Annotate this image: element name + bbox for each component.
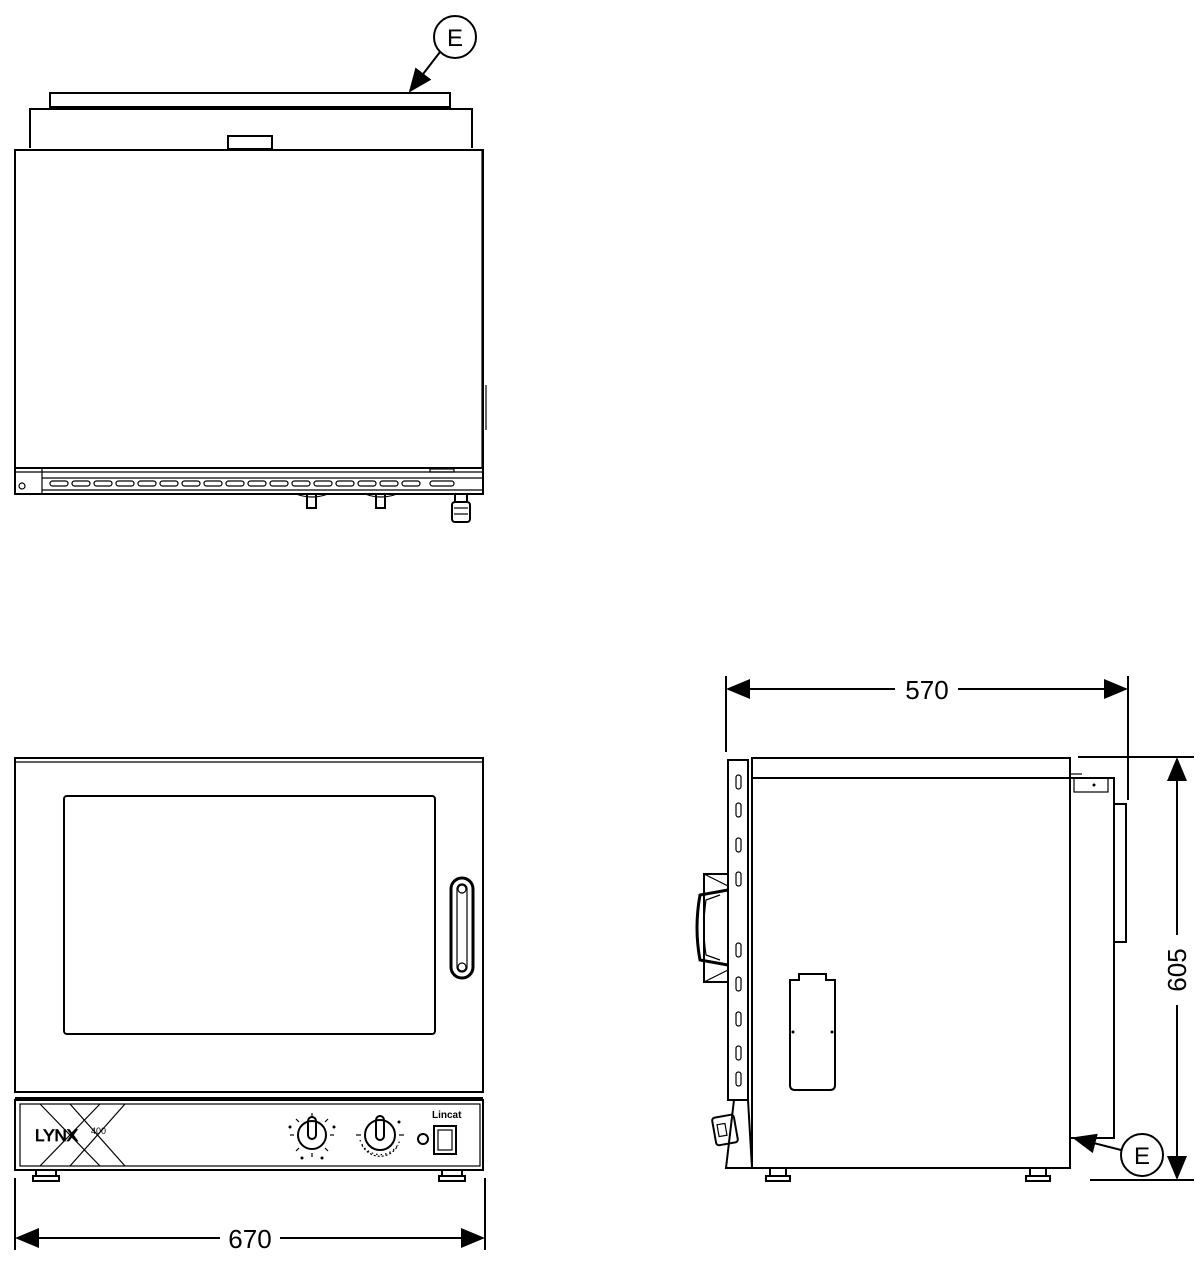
front-control-panel [14, 1099, 484, 1171]
side-door-slots [735, 774, 742, 1087]
top-strip-right-tab [429, 468, 455, 473]
side-height-dimension: 605 [1078, 756, 1194, 1181]
side-depth-label: 570 [905, 675, 948, 705]
front-width-label: 670 [228, 1224, 271, 1254]
side-callout-e: E [1072, 1133, 1164, 1177]
front-width-dimension: 670 [14, 1178, 486, 1254]
side-door-profile [727, 759, 749, 1101]
front-feet [32, 1169, 466, 1182]
top-control-strip [14, 467, 484, 495]
front-indicator-light [417, 1133, 429, 1145]
front-power-switch [433, 1125, 457, 1155]
front-logo-suffix: 400 [91, 1126, 106, 1136]
side-lid [751, 757, 1071, 779]
front-logo-x-graphic [39, 1103, 126, 1167]
top-strip-screw [18, 482, 26, 490]
front-logo-text: LYNX [35, 1126, 78, 1145]
top-upper-body [29, 108, 473, 148]
top-plug [451, 493, 471, 523]
front-door-handle [449, 876, 475, 980]
side-depth-dimension: 570 [725, 675, 1129, 800]
top-vent-tab [227, 135, 273, 150]
front-panel-face [19, 1103, 481, 1167]
top-vent-slots [49, 480, 455, 487]
side-vent-plate [789, 973, 836, 1091]
top-view: E [14, 15, 487, 523]
side-callout-label: E [1134, 1143, 1150, 1170]
side-handle [695, 873, 729, 983]
top-callout-e: E [408, 15, 477, 93]
side-control-panel [711, 1099, 754, 1169]
top-main-body [14, 149, 484, 469]
front-glass-window [63, 795, 436, 1035]
front-brand-badge: Lincat [432, 1110, 462, 1121]
top-lid-strip [49, 92, 451, 108]
side-height-label: 605 [1162, 948, 1192, 991]
side-rear-housing [1069, 773, 1127, 1139]
front-thermostat-knob [288, 1113, 336, 1160]
top-callout-label: E [447, 25, 463, 52]
front-view: LYNX 400 [14, 757, 486, 1254]
top-knob-left [295, 493, 329, 509]
top-knob-right [364, 493, 398, 509]
front-door [14, 757, 484, 1093]
side-view: 570 605 E [695, 675, 1194, 1182]
front-timer-knob [356, 1115, 404, 1157]
side-feet [765, 1167, 1051, 1182]
